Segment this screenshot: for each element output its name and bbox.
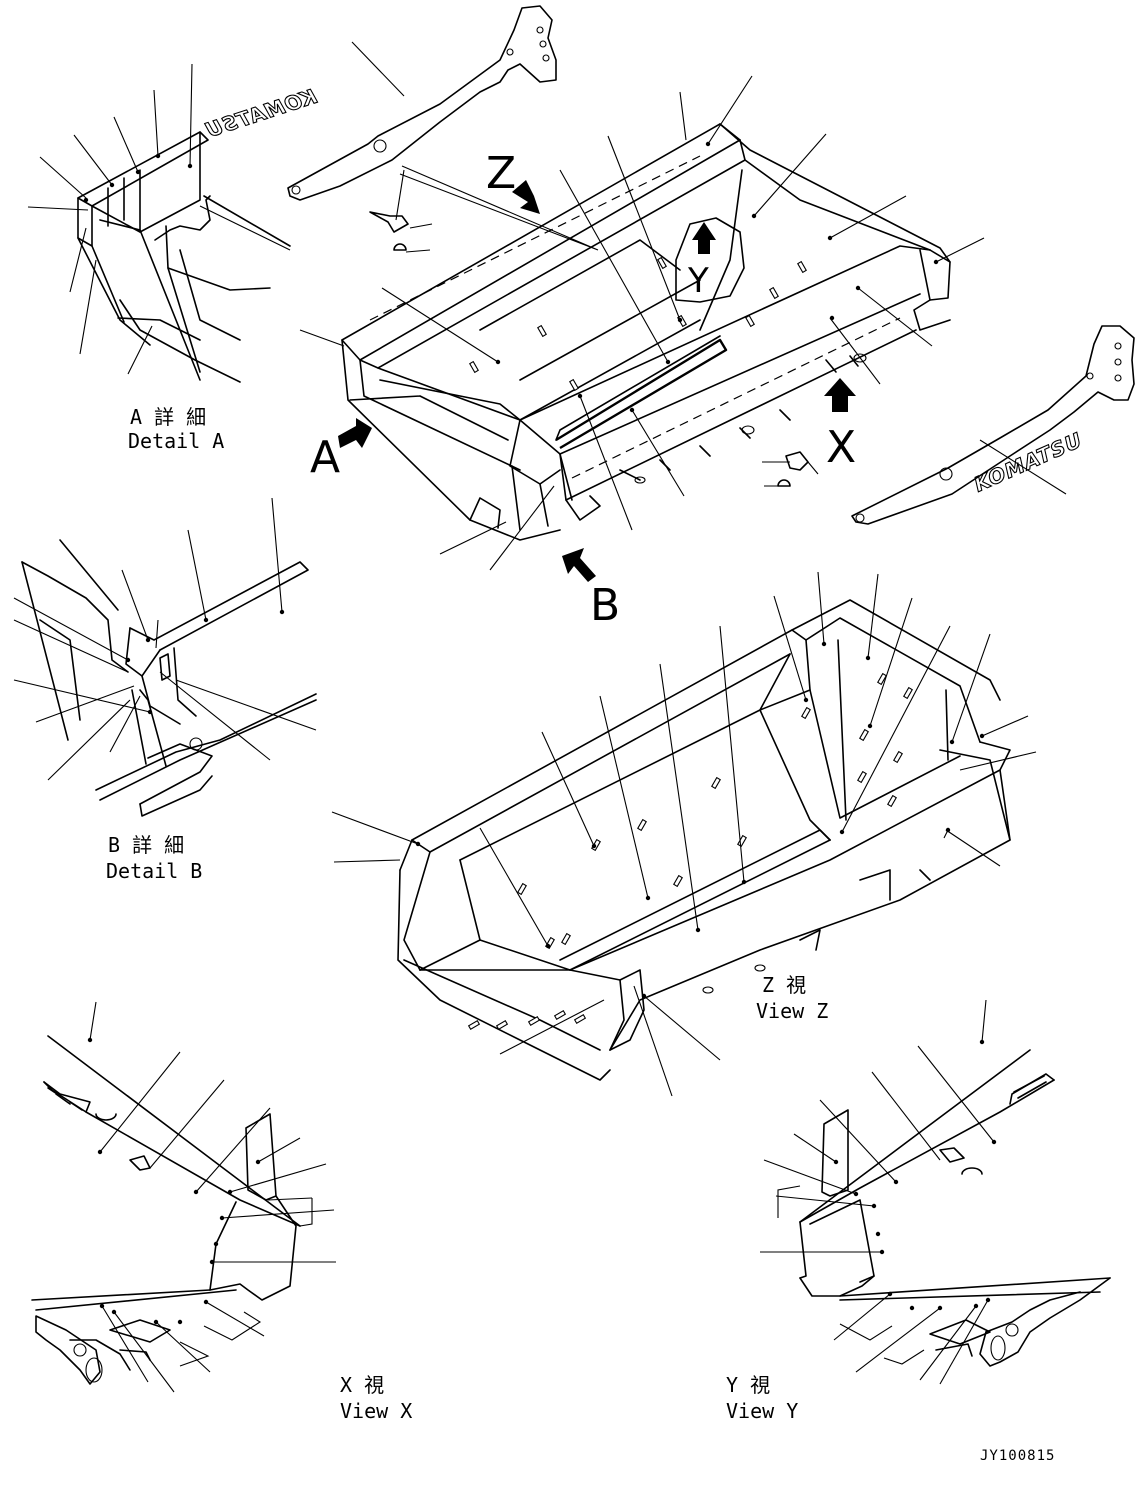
view-y-caption-en: View Y: [726, 1399, 798, 1423]
view-z-caption-en: View Z: [756, 999, 828, 1023]
view-z-caption-jp: Z 視: [762, 973, 806, 997]
detail-b-caption-jp: B 詳 細: [108, 833, 184, 857]
detail-b-caption-en: Detail B: [106, 859, 202, 883]
komatsu-logo: KOMATSU: [970, 427, 1086, 496]
view-x-markers: [87, 1037, 261, 1325]
marker-x: X: [826, 422, 856, 473]
marker-b: B: [590, 580, 620, 631]
drawing-code: JY100815: [980, 1448, 1055, 1464]
floor-slots: [469, 256, 807, 392]
detail-b-drawing: [13, 497, 317, 817]
view-x-caption-en: View X: [340, 1399, 412, 1423]
marker-z: Z: [486, 148, 516, 199]
komatsu-logo-mirrored: KOMATSU: [202, 84, 320, 143]
marker-y: Y: [687, 261, 709, 301]
detail-a-drawing: [27, 63, 291, 383]
view-x-drawing: [31, 1001, 336, 1393]
marker-a: A: [310, 432, 340, 483]
detail-a-caption-jp: A 詳 細: [130, 405, 206, 429]
view-y-markers: [833, 1039, 997, 1311]
detail-a-caption-en: Detail A: [128, 429, 224, 453]
view-y-caption-jp: Y 視: [726, 1373, 770, 1397]
view-x-caption-jp: X 視: [340, 1373, 384, 1397]
view-z-drawing: [331, 571, 1037, 1097]
view-z-floor-slots: [467, 672, 913, 1030]
decal-strip-right: KOMATSU: [851, 325, 1135, 525]
view-y-drawing: [760, 999, 1111, 1385]
main-dump-body: Y Z A B X: [299, 75, 985, 631]
